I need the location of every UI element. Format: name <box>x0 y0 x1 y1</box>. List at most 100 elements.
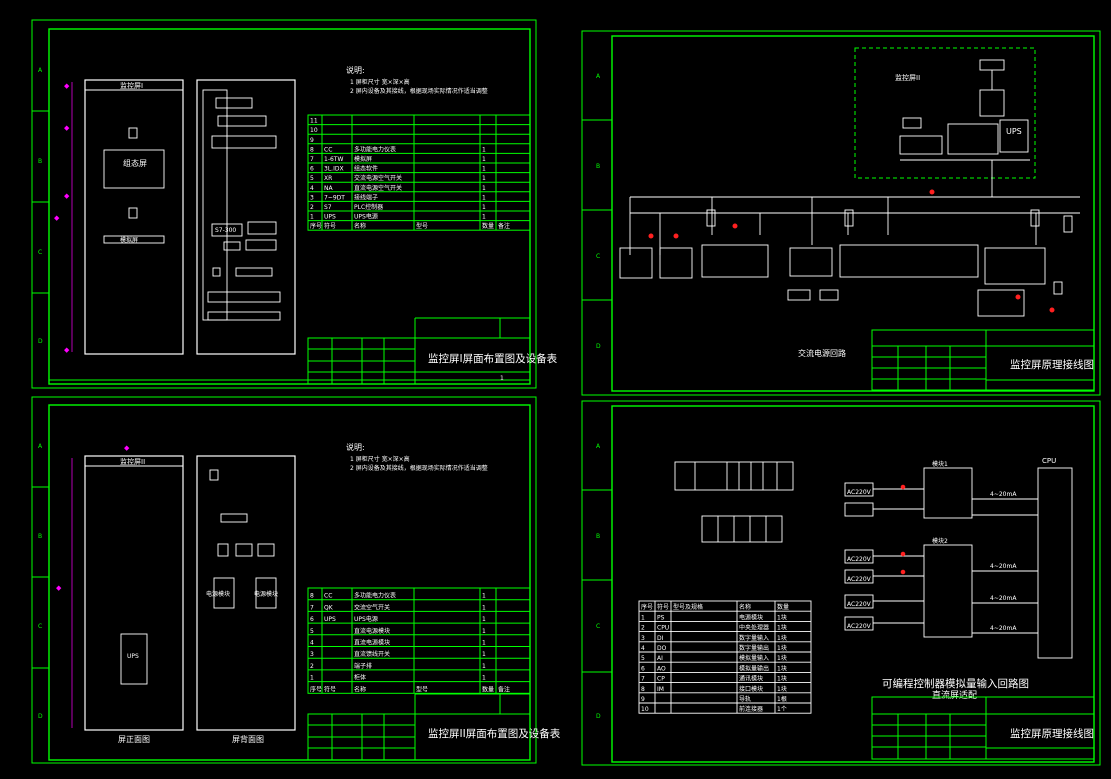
table-cell: 3L.IDX <box>324 166 344 173</box>
table-cell: UPS <box>324 214 336 221</box>
table-cell: 1 <box>482 156 486 163</box>
table-header: 备注 <box>498 685 510 693</box>
table-cell: 直流电源模块 <box>354 627 390 635</box>
title-block-4: 监控屏原理接线图 <box>871 696 1095 760</box>
plc-table-cell: 电源模块 <box>739 613 763 621</box>
plc-table-cell: IM <box>657 686 664 693</box>
svg-text:监控屏II: 监控屏II <box>120 457 145 466</box>
svg-text:D: D <box>38 713 43 720</box>
plc-table-cell: 10 <box>641 706 649 713</box>
svg-text:1: 1 <box>500 375 504 382</box>
table-cell: CC <box>324 146 332 153</box>
table-header: 名称 <box>354 685 366 693</box>
table-header: 名称 <box>354 222 366 230</box>
plc-table-cell: 1 <box>641 614 645 621</box>
cabinet-front-1 <box>84 79 184 355</box>
plc-table-cell: 9 <box>641 696 645 703</box>
svg-text:屏正面图: 屏正面图 <box>118 735 150 744</box>
table-cell: 1-6TW <box>324 156 343 163</box>
plc-table-cell: CPU <box>657 625 669 632</box>
table-header: 型号 <box>416 222 428 230</box>
cabinet-rear-1 <box>196 79 296 355</box>
panel-label-hmi: 组态屏 <box>123 158 147 168</box>
svg-text:4~20mA: 4~20mA <box>990 491 1017 498</box>
table-cell: 1 <box>482 146 486 153</box>
table-cell: 7 <box>310 156 314 163</box>
table-cell: 1 <box>482 204 486 211</box>
table-cell: 多功能电力仪表 <box>354 145 396 153</box>
svg-text:屏背面图: 屏背面图 <box>232 734 264 744</box>
table-header: 序号 <box>310 222 322 230</box>
table-cell: 1 <box>482 194 486 201</box>
plc-table-cell: 1块 <box>777 675 787 683</box>
svg-text:AC220V: AC220V <box>847 489 872 496</box>
table-cell: 端子排 <box>354 662 372 670</box>
svg-text:UPS: UPS <box>1006 127 1022 136</box>
plc-table-cell: 数字量输入 <box>739 634 769 642</box>
svg-text:◆: ◆ <box>64 124 70 132</box>
svg-text:◆: ◆ <box>124 444 130 452</box>
sheet-1-title: 监控屏I屏面布置图及设备表 <box>428 352 558 365</box>
svg-text:监控屏II: 监控屏II <box>895 73 920 82</box>
svg-text:C: C <box>596 623 600 630</box>
svg-text:A: A <box>596 443 601 450</box>
svg-text:A: A <box>38 67 43 74</box>
table-cell: 5 <box>310 628 314 635</box>
svg-text:◆: ◆ <box>54 214 60 222</box>
table-cell: 1 <box>482 675 486 682</box>
svg-text:说明:: 说明: <box>346 442 365 452</box>
plc-table-cell: 1块 <box>777 613 787 621</box>
svg-text:4~20mA: 4~20mA <box>990 595 1017 602</box>
table-header: 序号 <box>310 685 322 693</box>
plc-table-header: 名称 <box>739 603 751 611</box>
front-label-1: 监控屏I <box>120 81 143 90</box>
table-cell: 5 <box>310 175 314 182</box>
cabinet-front-3 <box>84 455 184 731</box>
monitor-box <box>854 47 1036 179</box>
table-cell: 多功能电力仪表 <box>354 592 396 600</box>
sheet-2-subtitle: 交流电源回路 <box>798 348 846 358</box>
table-cell: 1 <box>482 663 486 670</box>
table-cell: S7 <box>324 204 332 211</box>
svg-text:C: C <box>38 249 42 256</box>
svg-text:D: D <box>596 343 601 350</box>
plc-table-cell: 导轨 <box>739 695 751 703</box>
sheet-1: A B C D 监控屏I 组态屏 模拟屏 ◆ ◆ ◆ ◆ ◆ S7-300 <box>31 19 558 389</box>
table-cell: 7~9DT <box>324 194 345 201</box>
svg-text:AC220V: AC220V <box>847 601 872 608</box>
svg-text:A: A <box>596 73 601 80</box>
table-cell: 1 <box>310 214 314 221</box>
table-cell: NA <box>324 185 333 192</box>
title-block-1: 监控屏I屏面布置图及设备表 1 <box>307 317 558 385</box>
plc-table-cell: CP <box>657 676 665 683</box>
table-cell: 6 <box>310 166 314 173</box>
svg-text:B: B <box>596 163 600 170</box>
plc-table-header: 数量 <box>777 603 789 611</box>
plc-table-cell: 7 <box>641 676 645 683</box>
table-header: 数量 <box>482 222 494 230</box>
plc-table-header: 序号 <box>641 603 653 611</box>
plc-table-cell: 1块 <box>777 654 787 662</box>
table-cell: 11 <box>310 118 318 125</box>
plc-table-cell: 1个 <box>777 706 787 713</box>
plc-table-cell: AO <box>657 665 666 672</box>
svg-text:电源模块: 电源模块 <box>206 590 230 598</box>
plc-table-cell: 6 <box>641 665 645 672</box>
table-cell: 1 <box>482 175 486 182</box>
sheet-2-title: 监控屏原理接线图 <box>1010 358 1094 371</box>
plc-rack <box>674 461 794 491</box>
svg-text:UPS: UPS <box>127 653 139 660</box>
plc-table-cell: 1块 <box>777 624 787 632</box>
table-cell: UPS电源 <box>354 615 378 623</box>
svg-text:AC220V: AC220V <box>847 576 872 583</box>
table-cell: XR <box>324 175 332 182</box>
plc-table-cell: DO <box>657 645 667 652</box>
plc-table-cell: 1根 <box>777 695 787 703</box>
table-cell: 8 <box>310 146 314 153</box>
table-cell: PLC控制器 <box>354 203 383 211</box>
table-cell: 1 <box>482 185 486 192</box>
hmi-screen-1 <box>103 149 165 189</box>
